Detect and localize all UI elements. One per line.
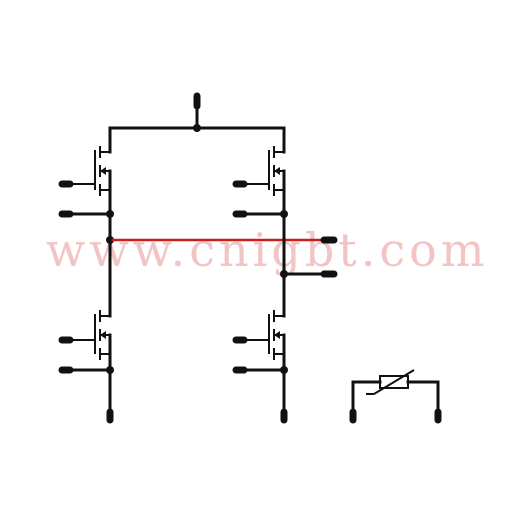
junction-dot	[193, 124, 201, 132]
watermark-text: www.cnigbt.com	[46, 223, 488, 277]
mosfet-top-left	[58, 126, 112, 216]
dc-plus-bus	[108, 92, 286, 132]
mosfet-bottom-right	[232, 298, 286, 412]
kelvin-source-bottom	[58, 366, 288, 374]
kelvin-source-top	[58, 210, 288, 218]
phase-outputs	[106, 212, 338, 302]
ntc-thermistor	[349, 369, 442, 424]
mosfet-bottom-left	[58, 298, 112, 412]
mosfet-top-right	[232, 126, 286, 216]
